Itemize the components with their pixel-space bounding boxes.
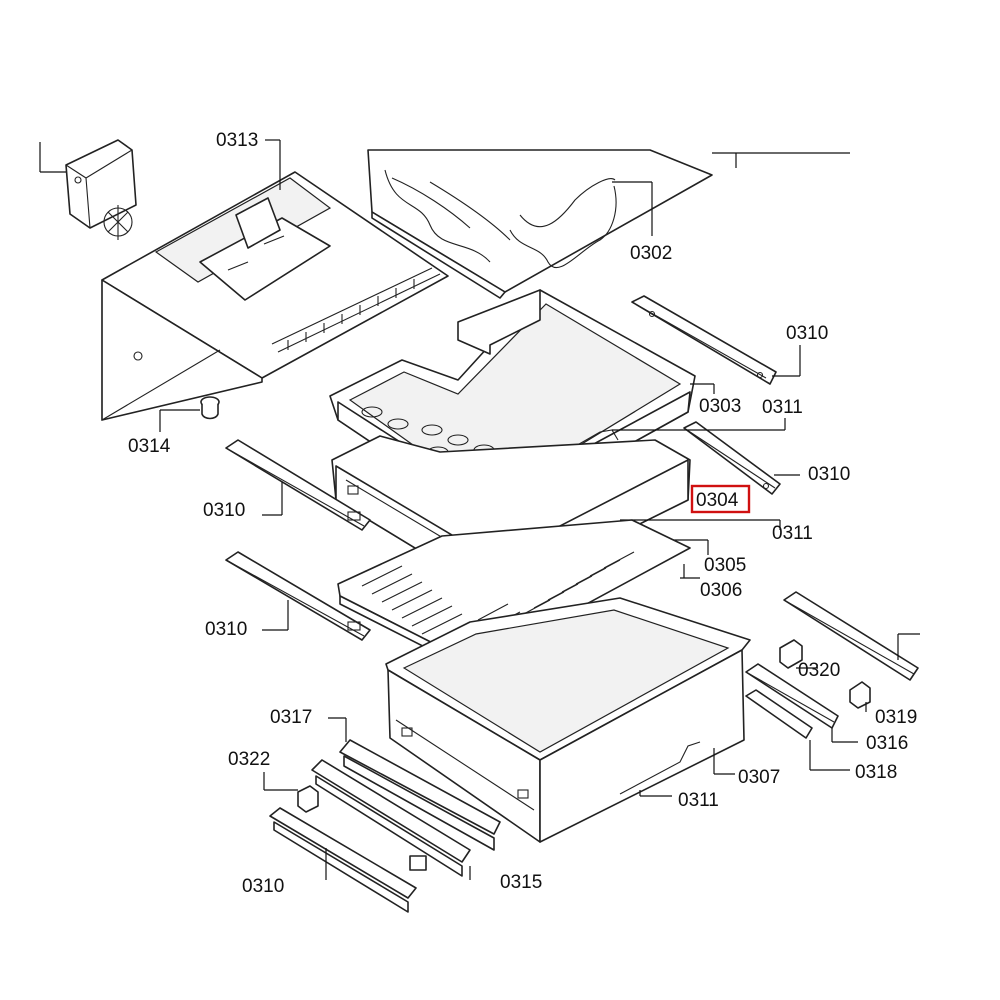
label-0310: 0310: [786, 323, 828, 344]
part-0310-rail-left-lower: [225, 551, 371, 641]
label-0310: 0310: [205, 619, 247, 640]
label-0303: 0303: [699, 396, 741, 417]
label-0311: 0311: [762, 397, 803, 418]
part-0314-knob: [159, 396, 220, 432]
part-0307-bottom-drawer: [385, 597, 751, 843]
part-0317-rail: [328, 717, 501, 851]
label-0310: 0310: [808, 464, 850, 485]
label-0313: 0313: [216, 130, 258, 151]
label-0322: 0322: [228, 749, 270, 770]
label-0320: 0320: [798, 660, 840, 681]
part-0313-shelf: [101, 139, 449, 421]
part-0318-rail: [745, 689, 850, 771]
part-0310-rail-left-upper: [225, 439, 371, 531]
label-0315: 0315: [500, 872, 542, 893]
part-labels: 0313 0302 0310 0303 0311 0314 0310 0310 …: [128, 130, 917, 897]
part-0316-rail: [745, 663, 858, 743]
part-0319-clip: [849, 681, 871, 712]
part-0310-rail-mid-right: [683, 421, 800, 495]
part-0310-rail-lower-right: [783, 591, 920, 681]
label-0302: 0302: [630, 243, 672, 264]
label-0318: 0318: [855, 762, 897, 783]
part-0320-clip: [779, 639, 818, 669]
label-0319: 0319: [875, 707, 917, 728]
label-0316: 0316: [866, 733, 908, 754]
part-0310-rail-upper-right: [631, 295, 801, 385]
part-0315-rail: [311, 759, 471, 880]
label-0304: 0304: [696, 490, 739, 511]
label-0310: 0310: [242, 876, 284, 897]
label-0311: 0311: [678, 790, 719, 811]
label-0317: 0317: [270, 707, 312, 728]
label-0310: 0310: [203, 500, 245, 521]
label-0314: 0314: [128, 436, 171, 457]
fan-motor-assembly: [39, 139, 137, 240]
label-0306: 0306: [700, 580, 742, 601]
label-0311: 0311: [772, 523, 813, 544]
label-0305: 0305: [704, 555, 746, 576]
part-0302-wine-rack-shelf: [367, 149, 850, 299]
label-0307: 0307: [738, 767, 780, 788]
highlight-box: [690, 484, 751, 514]
part-0310-rail-bottom: [269, 807, 417, 913]
part-0322-clip: [263, 772, 319, 813]
